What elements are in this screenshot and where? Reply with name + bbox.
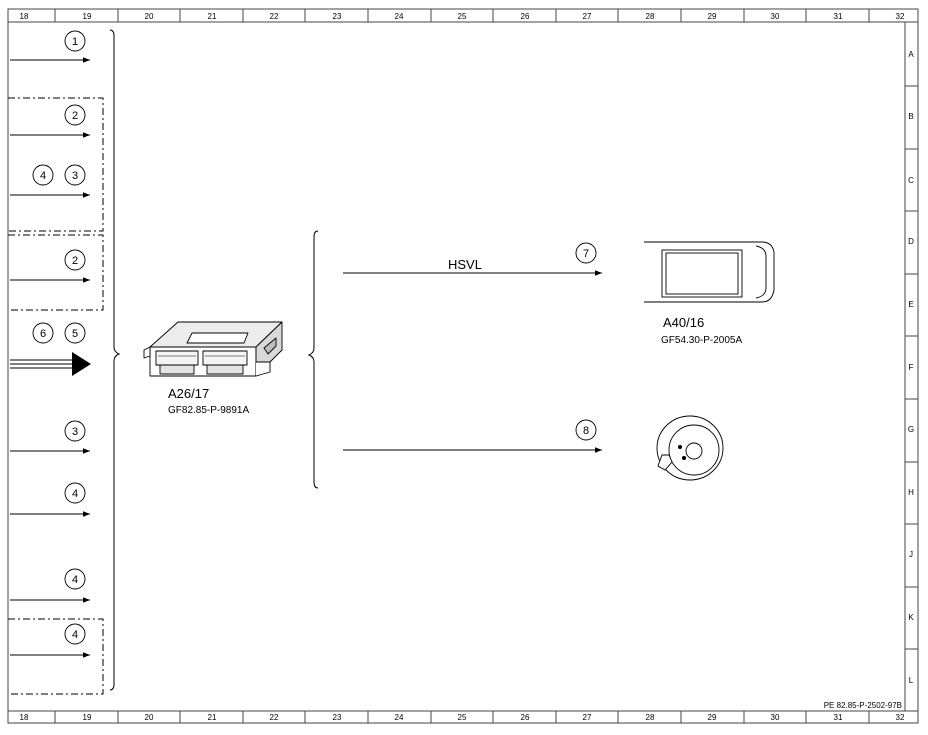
col-label: 32 [896,12,905,21]
bus-input-arrow [10,352,91,376]
callout-marker: 2 [64,104,86,126]
col-label: 22 [270,12,279,21]
callout-marker: 4 [64,482,86,504]
row-label: F [909,363,914,372]
callout-number: 5 [72,328,78,340]
col-label: 24 [395,713,404,722]
col-label: 20 [145,12,154,21]
row-label: G [908,425,914,434]
col-label: 20 [145,713,154,722]
col-label: 28 [646,12,655,21]
column-labels-bottom: 18 19 20 21 22 23 24 25 26 27 28 29 30 3… [20,713,905,722]
column-ticks [54,9,870,723]
callout-marker: 1 [64,30,86,52]
col-label: 31 [834,713,843,722]
col-label: 19 [83,713,92,722]
callout-number: 6 [40,328,46,340]
col-label: 26 [521,713,530,722]
col-label: 19 [83,12,92,21]
col-label: 18 [20,12,29,21]
output-brace [307,230,319,489]
input-arrows [10,57,90,658]
col-label: 21 [208,12,217,21]
group-box [8,234,104,311]
display-unit-icon [644,241,775,303]
callout-marker: 6 [32,322,54,344]
row-labels: A B C D E F G H J K L [908,50,914,685]
callout-marker: 3 [64,164,86,186]
callout-number: 7 [583,248,589,260]
row-label: D [908,237,914,246]
callout-number: 2 [72,255,78,267]
input-brace [109,29,121,691]
row-ticks [905,85,918,650]
control-unit-doc: GF82.85-P-9891A [168,405,249,416]
row-label: E [908,300,913,309]
drawing-reference: PE 82.85-P-2502-97B [824,701,902,710]
control-unit-id: A26/17 [168,386,209,401]
group-boxes [8,97,104,695]
row-label: L [909,676,914,685]
group-box [8,618,104,695]
callout-number: 8 [583,425,589,437]
callout-number: 4 [72,488,78,500]
speaker-icon [656,415,724,481]
callout-number: 1 [72,36,78,48]
display-unit-doc: GF54.30-P-2005A [661,335,742,346]
control-unit-icon [143,321,283,377]
row-label: J [909,550,913,559]
callout-number: 3 [72,426,78,438]
row-label: B [908,112,913,121]
col-label: 24 [395,12,404,21]
callout-number: 3 [72,170,78,182]
col-label: 18 [20,713,29,722]
col-label: 23 [333,713,342,722]
callout-number: 4 [72,629,78,641]
callout-marker: 5 [64,322,86,344]
callout-marker: 3 [64,420,86,442]
col-label: 30 [771,12,780,21]
col-label: 26 [521,12,530,21]
callout-marker: 4 [32,164,54,186]
drawing-frame [7,8,919,724]
callout-marker: 4 [64,568,86,590]
col-label: 29 [708,12,717,21]
callout-marker: 4 [64,623,86,645]
col-label: 25 [458,12,467,21]
col-label: 22 [270,713,279,722]
col-label: 27 [583,713,592,722]
col-label: 31 [834,12,843,21]
col-label: 23 [333,12,342,21]
col-label: 25 [458,713,467,722]
output-callouts: 7 8 [575,242,597,441]
col-label: 27 [583,12,592,21]
callout-marker: 2 [64,249,86,271]
callout-number: 2 [72,110,78,122]
row-label: K [908,613,914,622]
col-label: 28 [646,713,655,722]
callout-number: 4 [40,170,46,182]
col-label: 30 [771,713,780,722]
group-box [8,97,104,232]
col-label: 32 [896,713,905,722]
input-callouts: 1 2 4 3 2 6 5 3 [32,30,86,645]
output-arrows [343,270,602,453]
display-unit-id: A40/16 [663,315,704,330]
column-labels-top: 18 19 20 21 22 23 24 25 26 27 28 29 30 3… [20,12,905,21]
callout-number: 4 [72,574,78,586]
callout-marker: 7 [575,242,597,264]
col-label: 29 [708,713,717,722]
col-label: 21 [208,713,217,722]
signal-label: HSVL [448,257,482,272]
callout-marker: 8 [575,419,597,441]
row-label: A [908,50,914,59]
row-label: C [908,176,914,185]
row-label: H [908,488,914,497]
